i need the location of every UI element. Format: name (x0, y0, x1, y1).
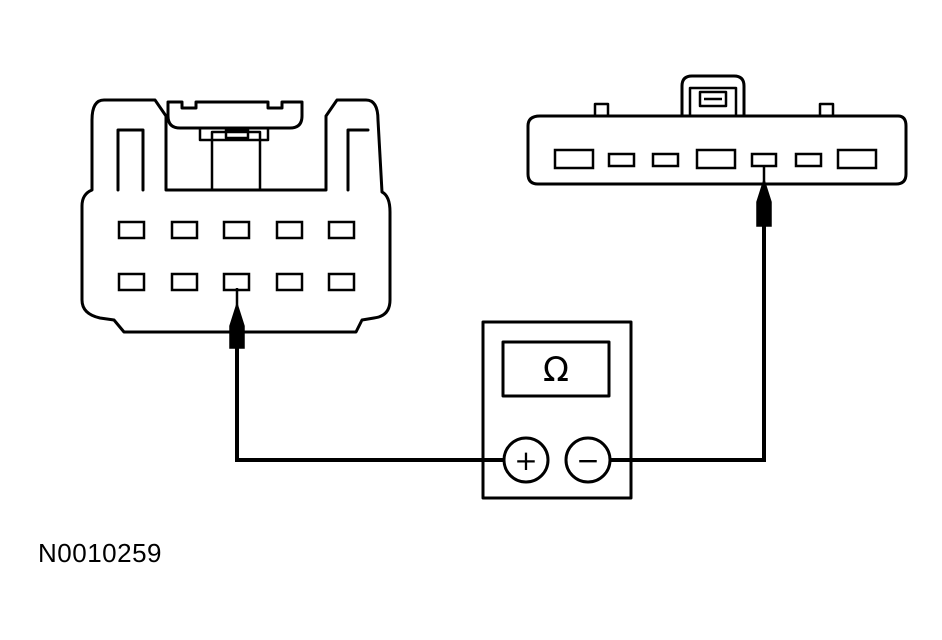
right-cavity (794, 152, 823, 168)
negative-lead-wire (611, 226, 766, 462)
left-connector-lock-slot (224, 128, 250, 140)
right-connector-latch (680, 74, 746, 118)
left-connector-pin-row-1 (117, 220, 356, 240)
figure-id-label: N0010259 (38, 538, 162, 568)
left-pin (275, 220, 304, 240)
left-pin (222, 220, 251, 240)
left-pin-probed (222, 272, 251, 292)
negative-terminal (564, 436, 612, 484)
right-connector (526, 74, 908, 186)
positive-lead-wire (235, 348, 503, 462)
left-connector-latch (166, 100, 304, 130)
left-connector-latch-tab (198, 128, 270, 142)
multimeter-display (501, 340, 611, 398)
left-connector-housing (80, 98, 392, 334)
right-cavity (607, 152, 636, 168)
left-pin (275, 272, 304, 292)
multimeter-body (481, 320, 633, 500)
right-connector-housing (526, 114, 908, 186)
left-connector-rib-right (346, 128, 370, 192)
positive-terminal-label: + (514, 444, 537, 477)
left-connector-pin-row-2 (117, 272, 356, 292)
left-pin (327, 220, 356, 240)
left-connector-lock (210, 130, 262, 192)
ohm-symbol: Ω (543, 350, 569, 390)
right-cavity (651, 152, 680, 168)
probe-icon (229, 301, 245, 349)
left-pin (327, 272, 356, 292)
right-connector-tab-right (818, 102, 835, 116)
right-probe (756, 166, 772, 227)
left-connector-rib-left (116, 128, 145, 192)
right-connector-cavities (553, 148, 878, 170)
left-pin (170, 272, 199, 292)
right-cavity (553, 148, 595, 170)
negative-terminal-label: − (576, 444, 599, 477)
right-cavity-probed (750, 152, 778, 168)
left-probe (229, 288, 245, 349)
multimeter-icon: Ω + − (481, 320, 633, 500)
left-connector (80, 98, 392, 334)
left-pin (170, 220, 199, 240)
left-pin (117, 272, 146, 292)
left-pin (117, 220, 146, 240)
right-cavity (695, 148, 737, 170)
right-cavity (836, 148, 878, 170)
positive-terminal (502, 436, 550, 484)
right-connector-tab-left (593, 102, 610, 116)
probe-icon (756, 177, 772, 227)
